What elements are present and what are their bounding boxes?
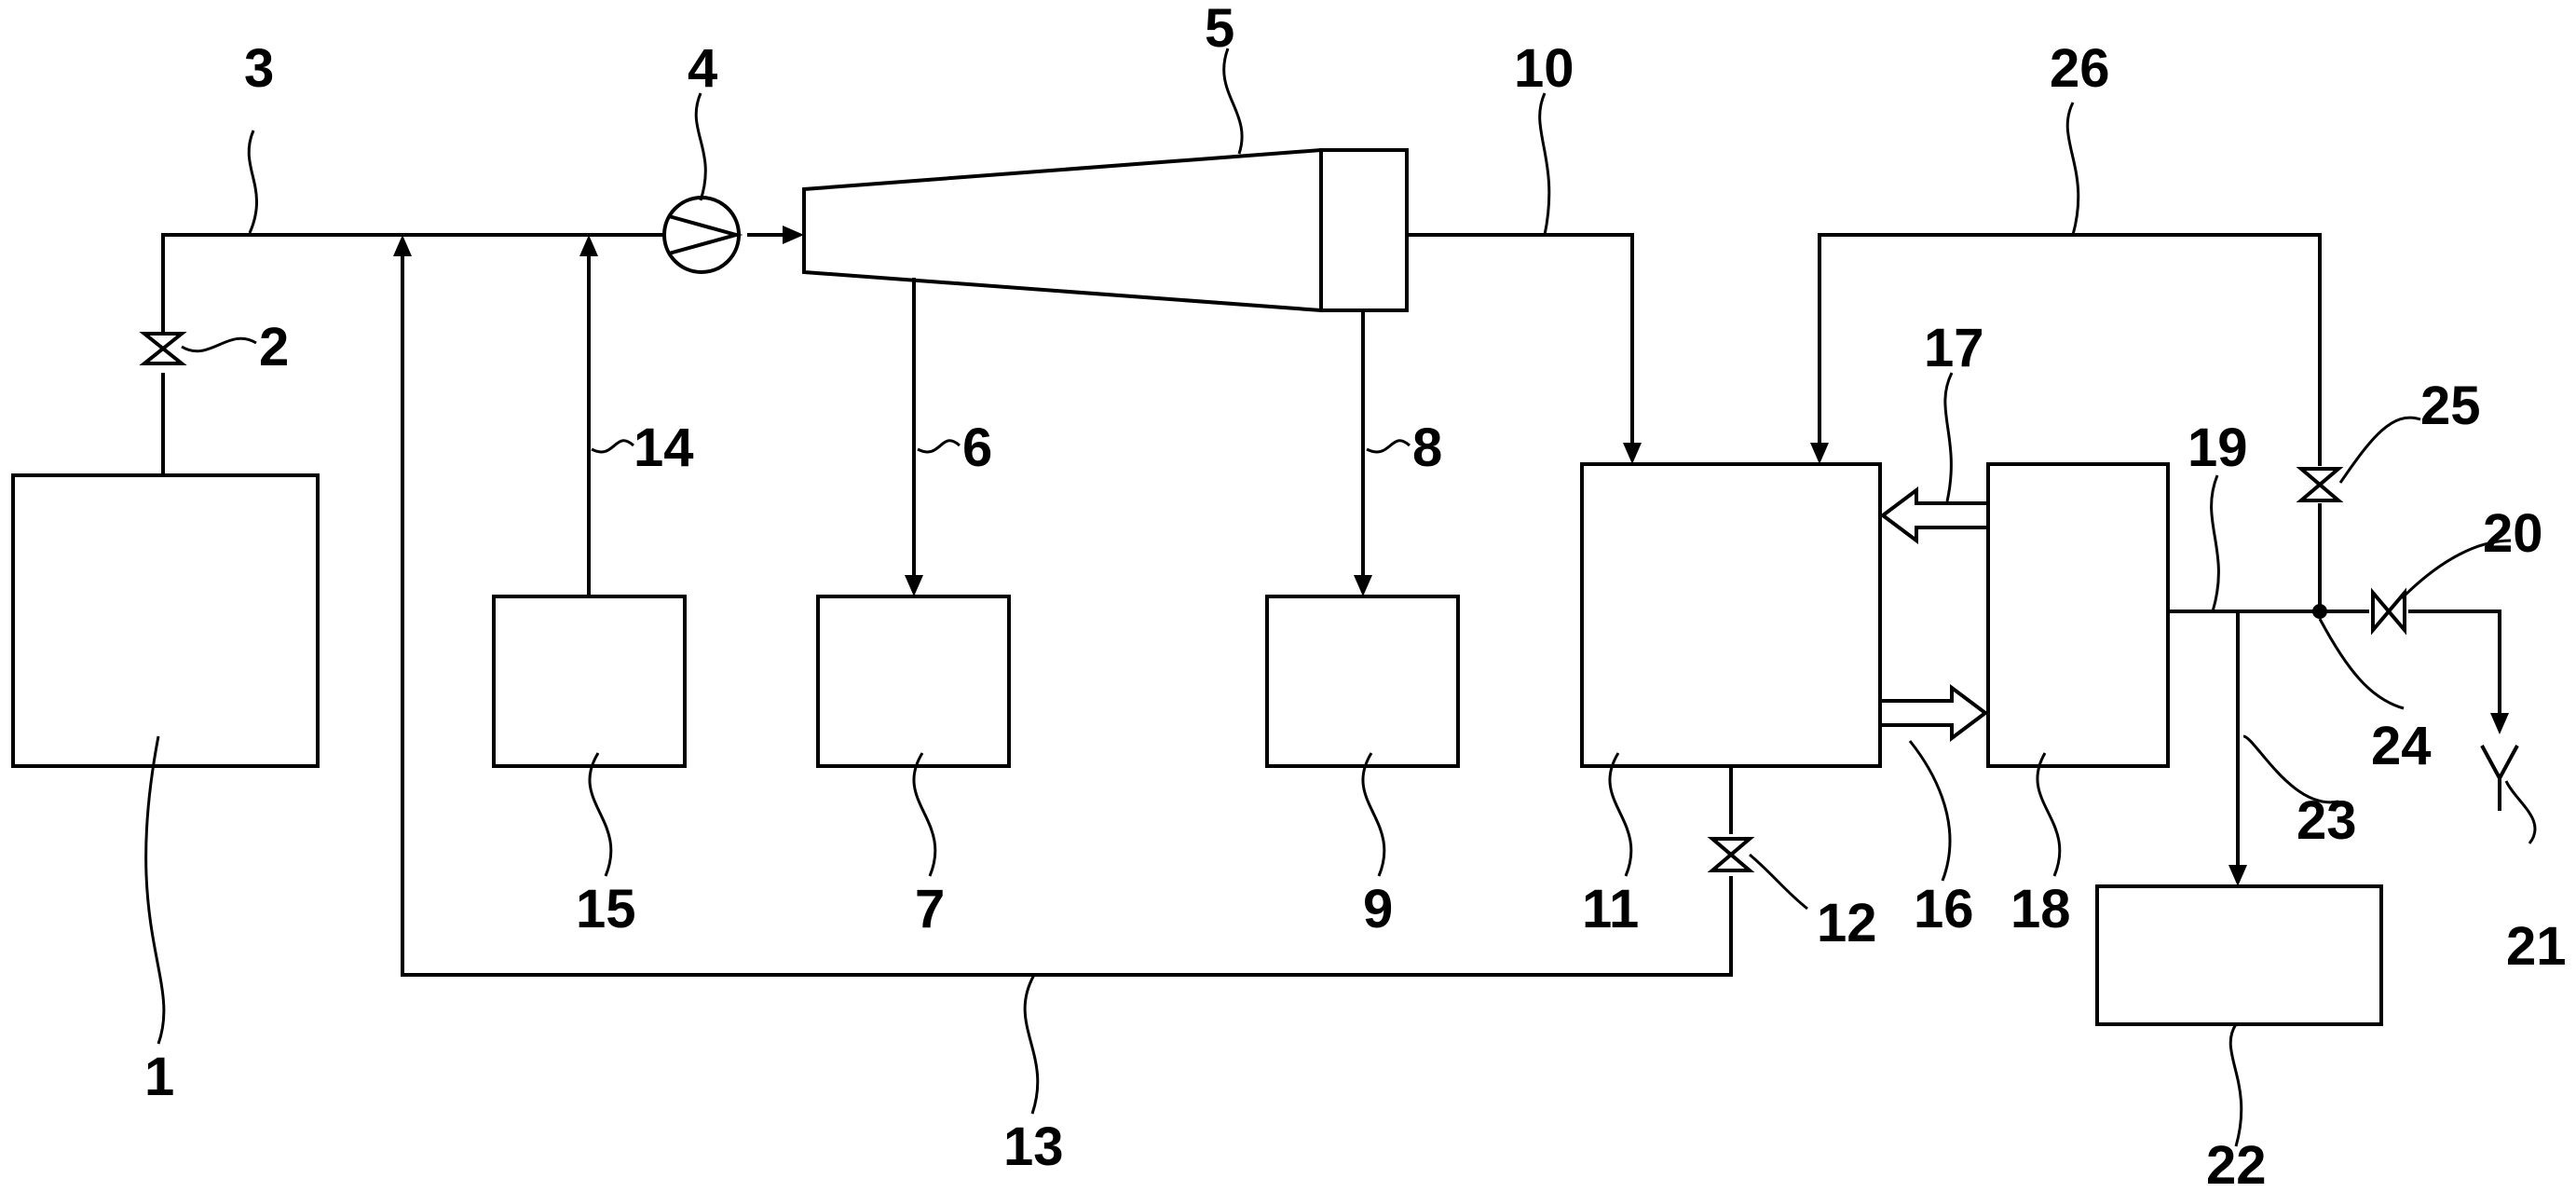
arrow-16 xyxy=(1880,684,1989,742)
label-23: 23 xyxy=(2297,790,2357,851)
line-13 xyxy=(401,252,1733,977)
label-8: 8 xyxy=(1412,418,1442,478)
label-11: 11 xyxy=(1582,879,1639,939)
label-17: 17 xyxy=(1924,318,1984,378)
line-19 xyxy=(2168,610,2501,718)
label-5: 5 xyxy=(1205,0,1234,59)
box-7 xyxy=(816,595,1011,768)
box-22 xyxy=(2095,884,2383,1026)
line-10 xyxy=(1407,233,1634,447)
arrow-17 xyxy=(1879,486,1988,544)
box-15 xyxy=(492,595,687,768)
label-22: 22 xyxy=(2206,1135,2267,1192)
label-21: 21 xyxy=(2506,916,2567,977)
label-20: 20 xyxy=(2483,503,2543,564)
box-9 xyxy=(1265,595,1460,768)
label-13: 13 xyxy=(1003,1117,1064,1177)
pump-icon[interactable] xyxy=(662,196,743,274)
label-9: 9 xyxy=(1363,879,1393,939)
label-14: 14 xyxy=(634,418,694,478)
label-4: 4 xyxy=(688,38,717,99)
junction-24 xyxy=(2312,604,2327,619)
label-16: 16 xyxy=(1914,879,1974,939)
valve-icon[interactable] xyxy=(2296,467,2344,502)
label-18: 18 xyxy=(2010,879,2071,939)
valve-icon[interactable] xyxy=(139,332,187,365)
label-3: 3 xyxy=(244,38,274,99)
label-25: 25 xyxy=(2420,376,2481,436)
box-18 xyxy=(1986,462,2170,768)
line-3 xyxy=(161,233,701,475)
box-1 xyxy=(11,473,320,768)
label-2: 2 xyxy=(259,317,289,377)
valve-icon[interactable] xyxy=(2371,587,2406,636)
unit-5-cone xyxy=(802,147,1323,313)
label-1: 1 xyxy=(144,1047,174,1107)
label-10: 10 xyxy=(1514,38,1574,99)
unit-5-head xyxy=(1319,148,1409,312)
label-12: 12 xyxy=(1817,893,1877,953)
valve-icon[interactable] xyxy=(1707,837,1755,872)
line-26 xyxy=(1818,233,2322,611)
label-19: 19 xyxy=(2188,418,2248,478)
label-24: 24 xyxy=(2371,716,2432,776)
box-11 xyxy=(1580,462,1882,768)
label-15: 15 xyxy=(576,879,636,939)
outlet-icon xyxy=(2480,745,2519,811)
label-7: 7 xyxy=(915,879,945,939)
label-26: 26 xyxy=(2050,38,2110,99)
label-6: 6 xyxy=(962,418,992,478)
